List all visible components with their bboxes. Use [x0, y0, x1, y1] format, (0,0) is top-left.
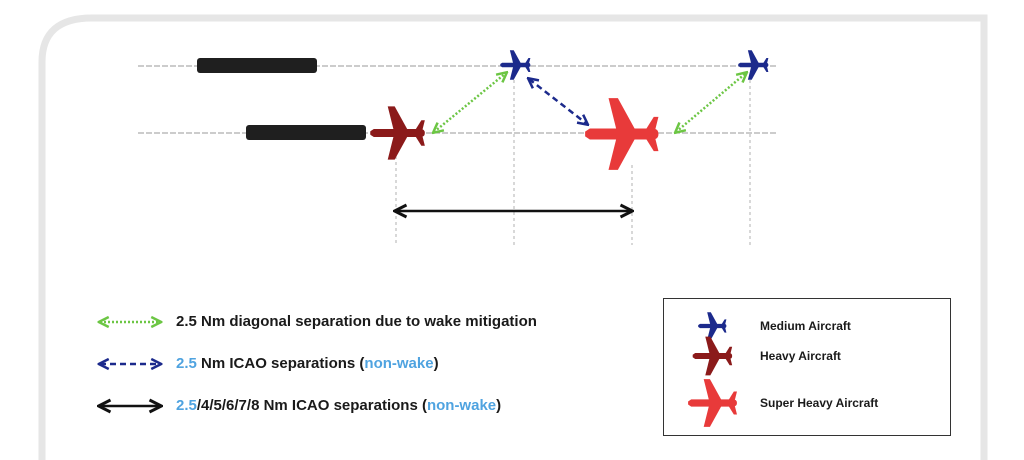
heavy-aircraft-icon	[370, 106, 425, 160]
legend-green-text: 2.5 Nm diagonal separation due to wake m…	[176, 313, 537, 330]
blue-dashed-arrow-icon	[96, 356, 166, 372]
aircraft-key-box: Medium Aircraft Heavy Aircraft Super Hea…	[663, 298, 951, 436]
legend-black-label: /4/5/6/7/8 Nm ICAO separations (	[196, 397, 427, 414]
key-medium-label: Medium Aircraft	[760, 319, 851, 333]
legend-blue-close: )	[433, 355, 439, 372]
key-super-heavy-row: Super Heavy Aircraft	[664, 377, 878, 429]
lower-runway-bar	[246, 125, 366, 140]
green-diagonal-arrow-1	[434, 73, 506, 132]
legend-blue-text: 2.5 Nm ICAO separations (non-wake)	[176, 355, 439, 372]
legend-blue-label: Nm ICAO separations (	[196, 355, 365, 372]
key-heavy-label: Heavy Aircraft	[760, 349, 841, 363]
green-dotted-arrow-icon	[96, 314, 166, 330]
medium-aircraft-icon	[738, 50, 769, 80]
key-heavy-row: Heavy Aircraft	[664, 335, 841, 377]
green-diagonal-arrow-2	[676, 73, 746, 132]
legend-green-row: 2.5 Nm diagonal separation due to wake m…	[96, 313, 537, 330]
legend-black-value: 2.5	[176, 397, 197, 414]
key-heavy-aircraft-icon	[664, 335, 760, 377]
legend-black-close: )	[496, 397, 502, 414]
super-heavy-aircraft-icon	[585, 98, 659, 170]
frame-border	[38, 14, 988, 460]
legend-black-row: 2.5/4/5/6/7/8 Nm ICAO separations (non-w…	[96, 397, 501, 414]
key-medium-row: Medium Aircraft	[664, 311, 851, 341]
legend-black-text: 2.5/4/5/6/7/8 Nm ICAO separations (non-w…	[176, 397, 501, 414]
key-super-heavy-label: Super Heavy Aircraft	[760, 396, 879, 410]
legend-blue-row: 2.5 Nm ICAO separations (non-wake)	[96, 355, 439, 372]
upper-runway-bar	[197, 58, 317, 73]
medium-aircraft-icon	[500, 50, 531, 80]
legend-blue-value: 2.5	[176, 355, 197, 372]
key-super-heavy-aircraft-icon	[664, 377, 760, 429]
legend-black-nonwake: non-wake	[426, 397, 497, 414]
legend-blue-nonwake: non-wake	[364, 355, 434, 372]
black-double-arrow-icon	[96, 398, 166, 414]
navy-dashed-arrow	[529, 79, 587, 124]
